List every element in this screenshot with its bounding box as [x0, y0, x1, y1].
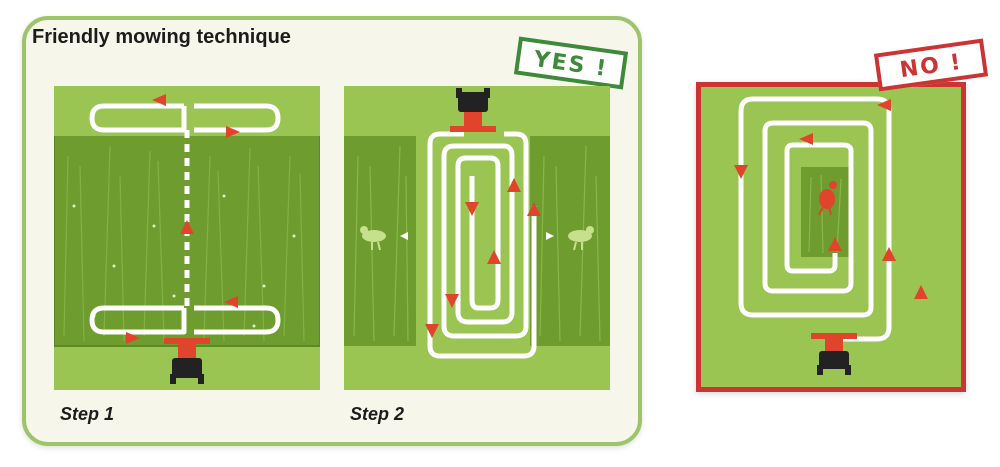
direction-arrow-icon: [126, 94, 240, 344]
step1-diagram: [54, 86, 320, 390]
step1-label: Step 1: [60, 404, 115, 424]
step1-field: [54, 86, 320, 390]
mowing-path-inward-spiral: [738, 96, 892, 342]
panel-title: Friendly mowing technique: [32, 26, 291, 48]
mower-icon: [811, 333, 857, 375]
tall-grass-right: [530, 136, 610, 346]
mowing-path-bottom: [89, 305, 281, 335]
no-panel: [696, 82, 966, 392]
no-stamp: NO !: [873, 38, 989, 92]
step2-label: Step 2: [350, 404, 405, 424]
mowing-path-top: [89, 103, 281, 133]
no-diagram: [734, 96, 928, 375]
bird-icon: [818, 181, 837, 216]
step2-field: [344, 86, 610, 390]
mower-icon: [164, 338, 210, 384]
direction-arrow-icon: [734, 99, 928, 299]
step2-diagram: [344, 86, 610, 390]
bird-icon: [546, 226, 594, 251]
mower-icon: [450, 88, 496, 132]
bird-icon: [360, 226, 408, 251]
tall-grass-center: [801, 167, 851, 257]
direction-arrow-icon: [425, 178, 541, 338]
mowing-path-spiral: [427, 131, 537, 359]
